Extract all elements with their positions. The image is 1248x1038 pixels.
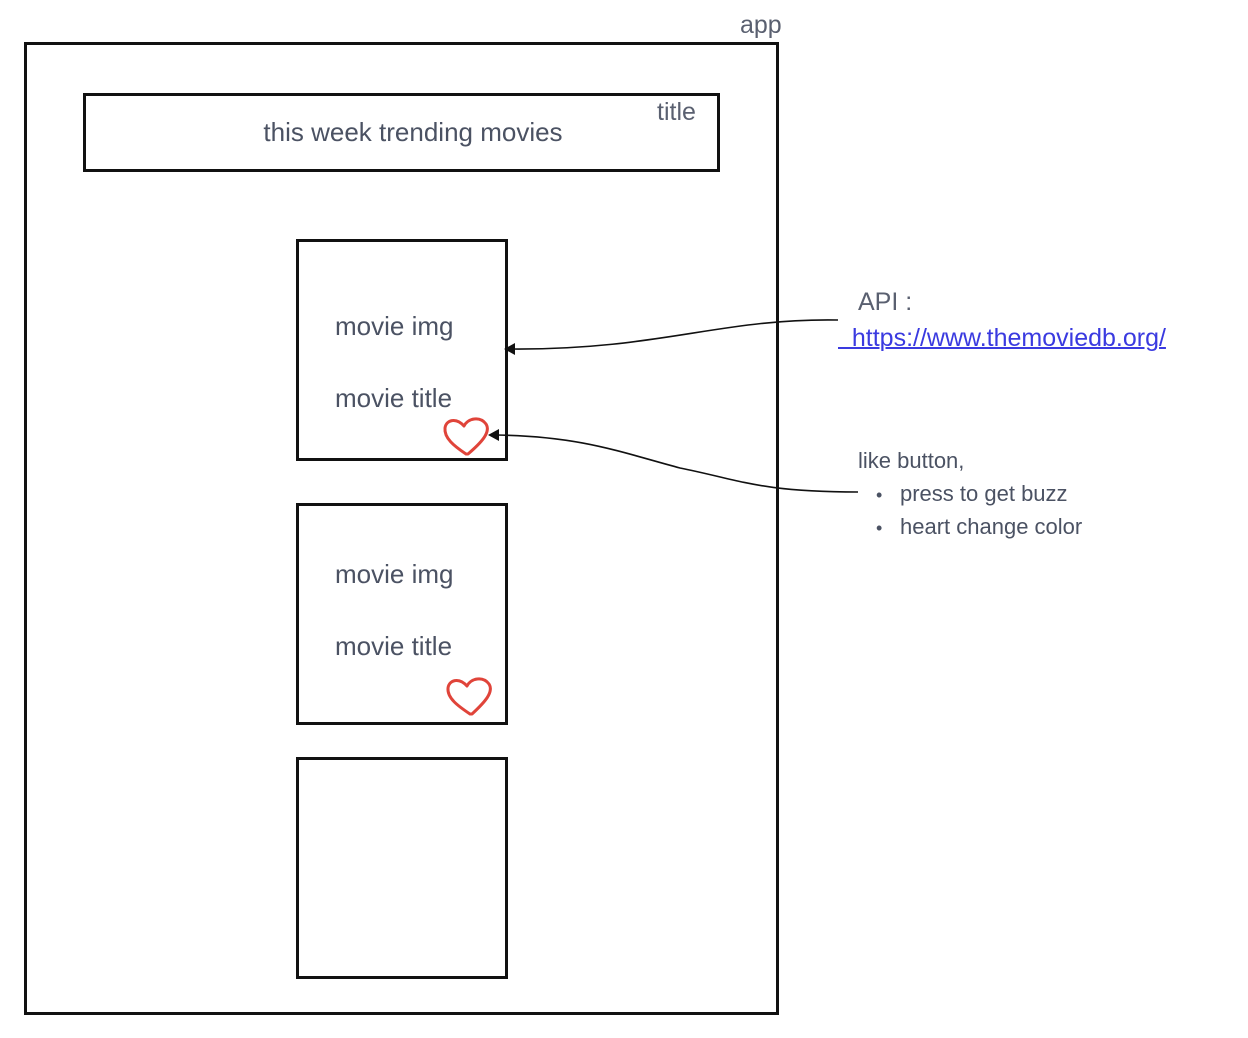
heart-icon[interactable] [440,414,492,460]
bullet-icon: • [876,518,883,538]
app-frame [24,42,779,1015]
app-label: app [740,11,782,39]
api-link[interactable]: https://www.themoviedb.org/ [838,324,1166,352]
title-tag: title [657,98,696,126]
movie-title-label: movie title [335,631,453,661]
page-title: this week trending movies [263,117,563,147]
list-item: • heart change color [876,511,1082,544]
movie-img-label: movie img [335,311,454,341]
api-label: API : [858,288,913,316]
movie-card[interactable] [296,503,508,725]
heart-icon[interactable] [443,674,495,720]
like-note-list: • press to get buzz • heart change color [876,478,1082,544]
movie-img-label: movie img [335,559,454,589]
list-item-text: press to get buzz [900,481,1068,506]
list-item: • press to get buzz [876,478,1082,511]
movie-title-label: movie title [335,383,453,413]
title-box [83,93,720,172]
like-button-note: like button, [858,448,965,473]
movie-card[interactable] [296,757,508,979]
list-item-text: heart change color [900,514,1083,539]
bullet-icon: • [876,485,883,505]
